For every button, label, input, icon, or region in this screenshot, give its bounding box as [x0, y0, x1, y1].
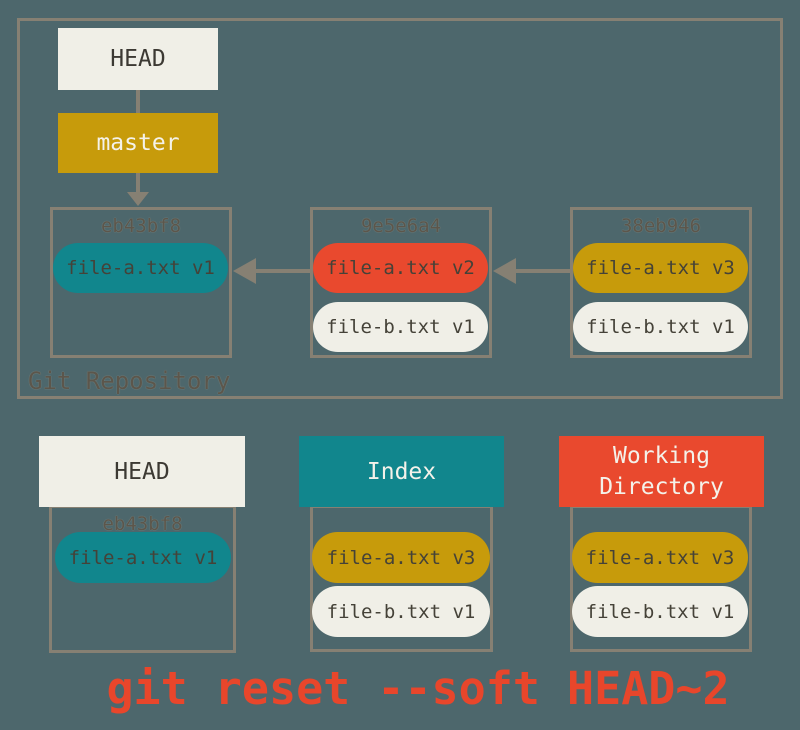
file-pill-label: file-a.txt v1 — [68, 546, 218, 569]
head-pointer-label: HEAD — [110, 46, 166, 72]
file-pill-label: file-b.txt v1 — [586, 316, 735, 338]
index-header: Index — [299, 436, 504, 507]
file-pill-label: file-b.txt v1 — [326, 316, 475, 338]
file-pill: file-a.txt v3 — [573, 243, 748, 293]
file-pill-label: file-b.txt v1 — [326, 600, 476, 623]
file-pill: file-a.txt v2 — [313, 243, 488, 293]
head-tree-title: HEAD — [114, 458, 170, 485]
head-tree-header: HEAD — [39, 436, 245, 507]
head-pointer-box: HEAD — [58, 28, 218, 90]
arrow-left-icon — [493, 258, 516, 284]
command-caption: git reset --soft HEAD~2 — [106, 662, 730, 715]
working-directory-title: Working Directory — [599, 443, 724, 500]
file-pill-label: file-a.txt v3 — [586, 257, 735, 279]
index-title: Index — [366, 458, 437, 485]
git-repository-label: Git Repository — [28, 367, 231, 395]
commit-hash-label: 9e5e6a4 — [360, 215, 442, 237]
working-directory-header: Working Directory — [559, 436, 764, 507]
file-pill: file-b.txt v1 — [312, 586, 490, 637]
commit-hash-label: 38eb946 — [620, 215, 702, 237]
master-to-commit-connector — [136, 173, 140, 193]
commit-hash-label: eb43bf8 — [100, 215, 182, 237]
file-pill-label: file-a.txt v1 — [66, 257, 215, 279]
head-tree-hash-label: eb43bf8 — [102, 513, 183, 535]
file-pill: file-a.txt v1 — [55, 532, 231, 583]
file-pill: file-a.txt v1 — [53, 243, 228, 293]
file-pill: file-b.txt v1 — [573, 302, 748, 352]
file-pill-label: file-a.txt v3 — [585, 546, 735, 569]
git-repository-box — [17, 18, 783, 399]
commit-box-9e5e6a4: 9e5e6a4 — [310, 207, 492, 358]
file-pill: file-a.txt v3 — [312, 532, 490, 583]
file-pill-label: file-a.txt v2 — [326, 257, 475, 279]
file-pill: file-b.txt v1 — [572, 586, 748, 637]
commit2-to-commit1-connector — [256, 269, 310, 273]
commit-box-38eb946: 38eb946 — [570, 207, 752, 358]
arrow-left-icon — [233, 258, 256, 284]
file-pill: file-a.txt v3 — [572, 532, 748, 583]
head-to-master-connector — [136, 90, 140, 113]
file-pill: file-b.txt v1 — [313, 302, 488, 352]
commit-box-eb43bf8: eb43bf8 — [50, 207, 232, 358]
file-pill-label: file-a.txt v3 — [326, 546, 476, 569]
arrow-down-icon — [127, 192, 149, 206]
master-branch-label: master — [96, 130, 180, 156]
commit3-to-commit2-connector — [516, 269, 570, 273]
master-branch-box: master — [58, 113, 218, 173]
file-pill-label: file-b.txt v1 — [585, 600, 735, 623]
